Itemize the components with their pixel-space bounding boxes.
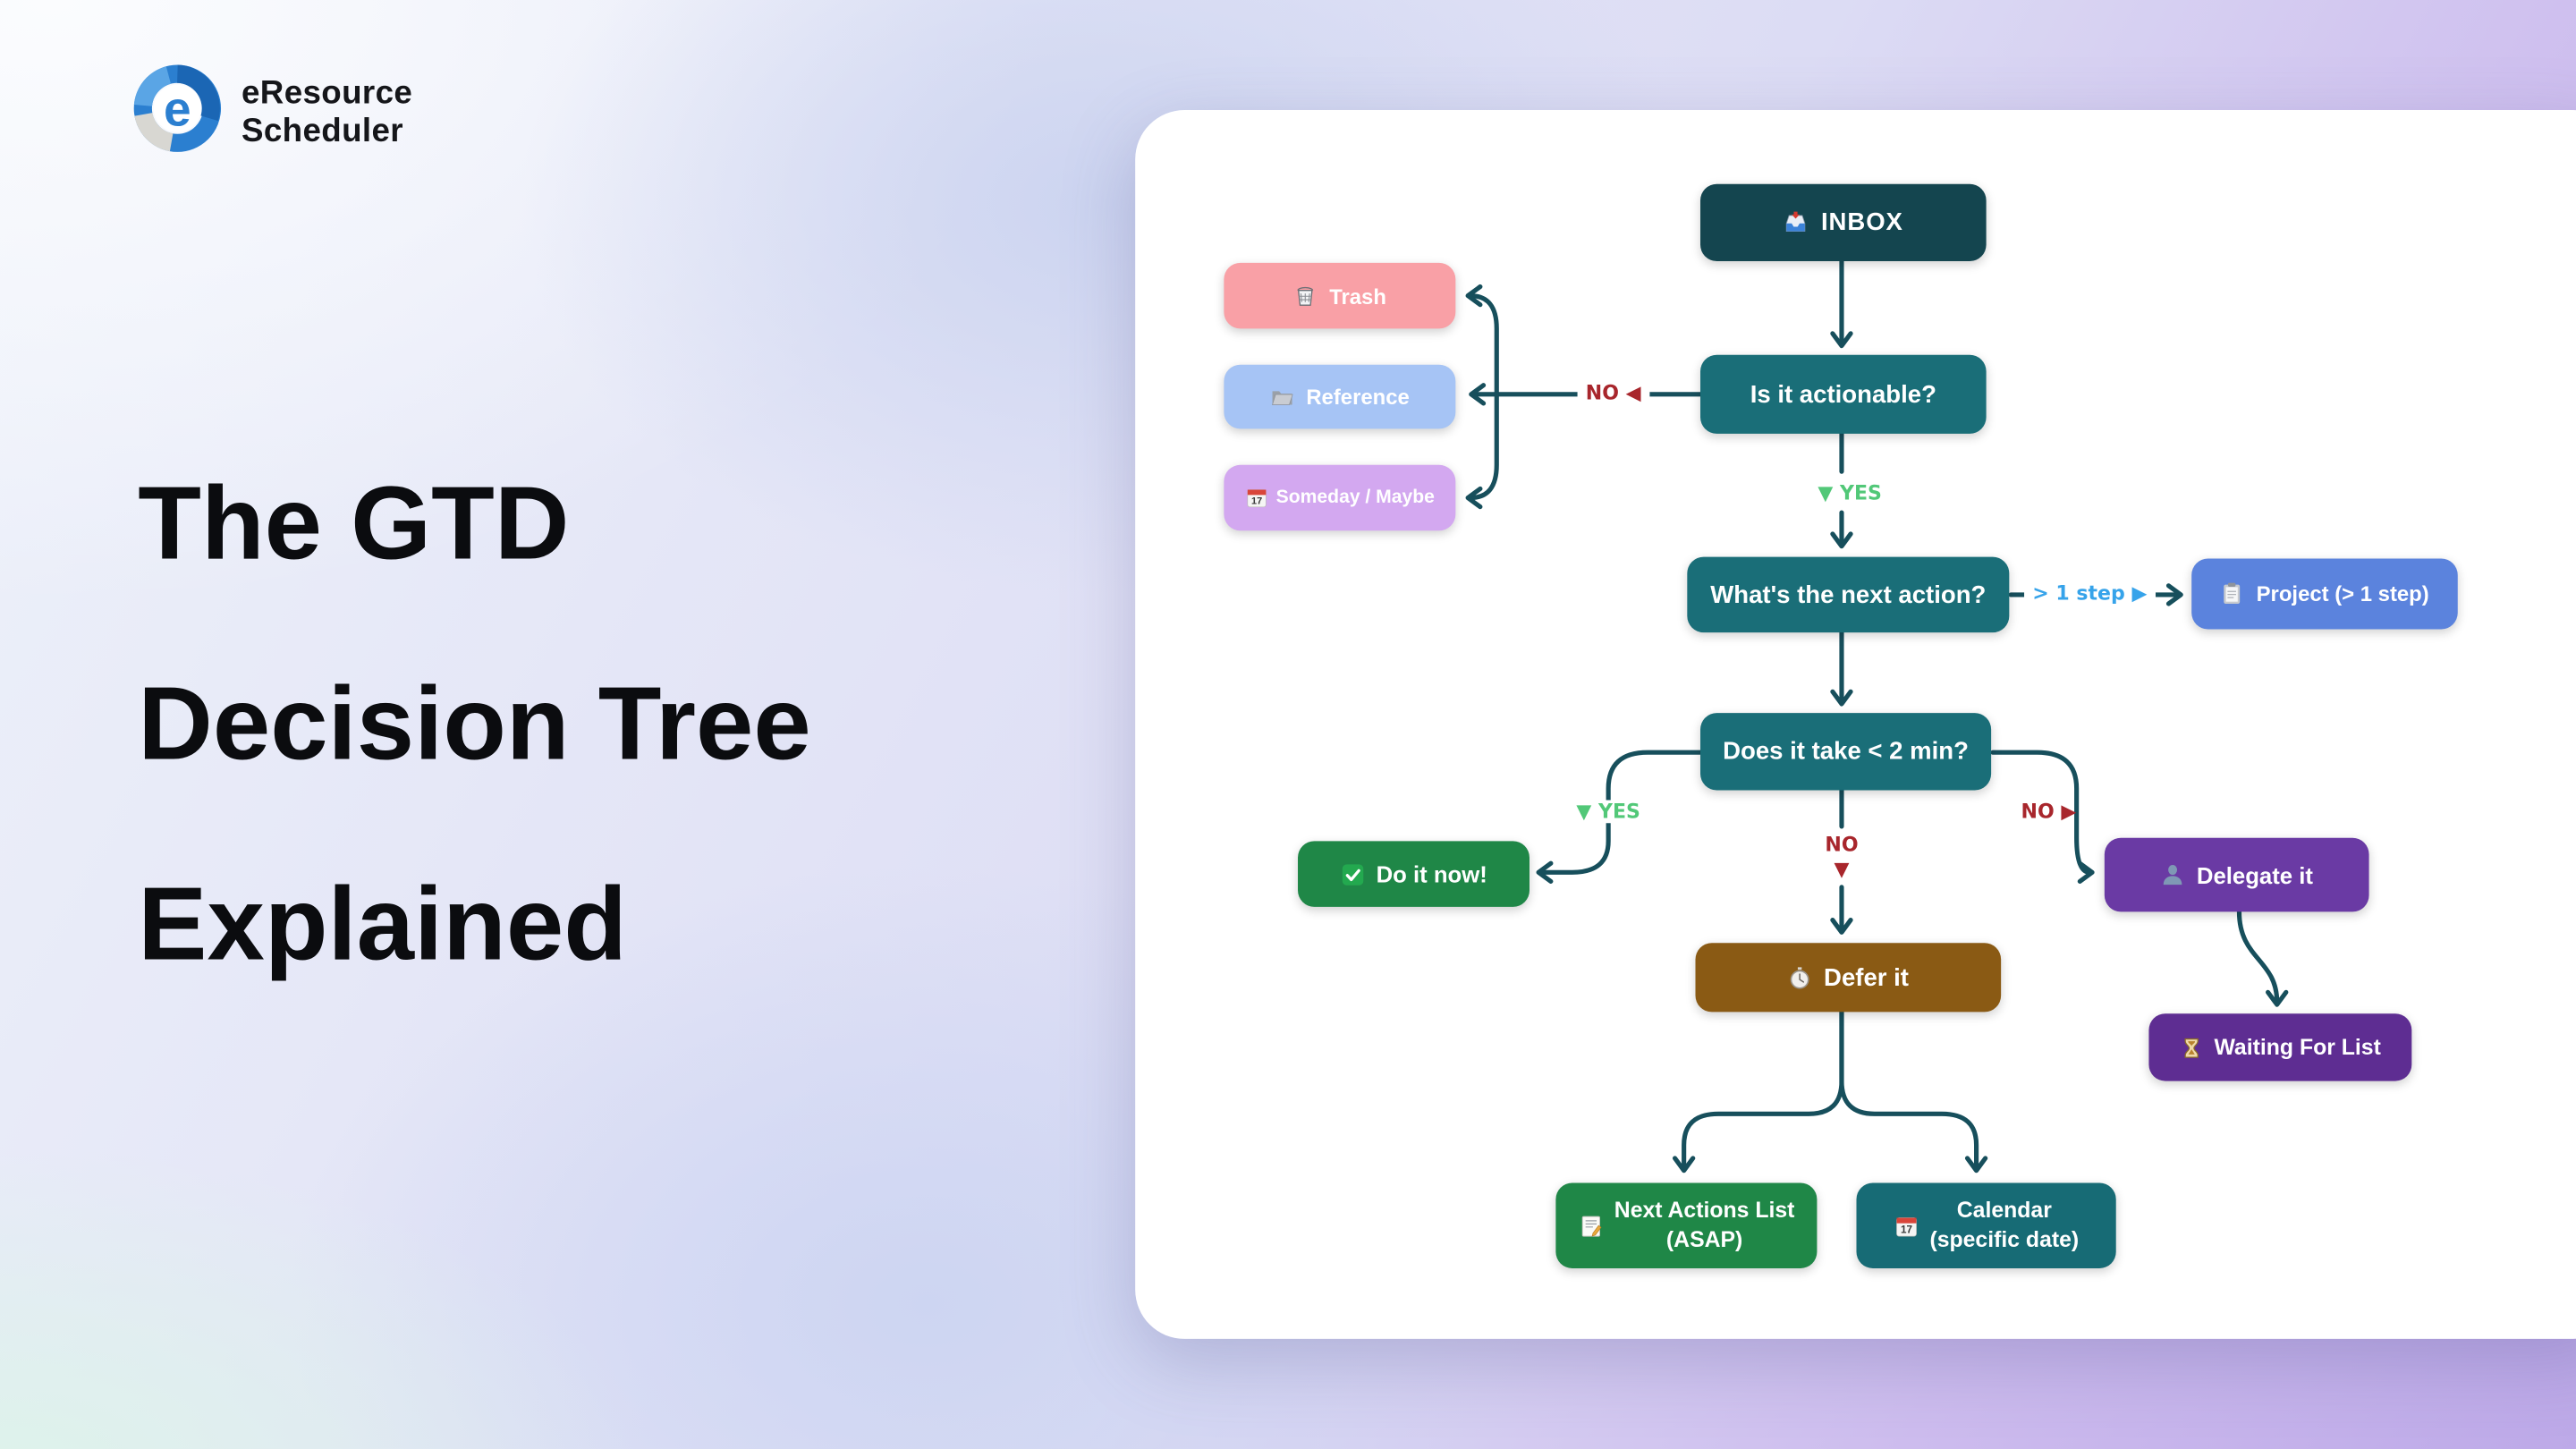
eresource-logo-icon: e	[131, 63, 224, 163]
svg-text:e: e	[164, 81, 191, 137]
node-label: Do it now!	[1376, 860, 1487, 887]
node-actionable: Is it actionable?	[1700, 354, 1987, 434]
node-trash: Trash	[1224, 262, 1456, 329]
clipboard-icon	[2220, 581, 2245, 606]
node-label: Does it take < 2 min?	[1723, 737, 1969, 766]
edge-label-one-step: > 1 step ▶	[2024, 581, 2156, 605]
edge-label-no-right: NO ▶	[2021, 800, 2077, 824]
memo-icon	[1578, 1213, 1603, 1238]
svg-text:17: 17	[1900, 1224, 1911, 1235]
node-calendar: 17 Calendar (specific date)	[1856, 1182, 2116, 1268]
node-label: Project (> 1 step)	[2256, 581, 2429, 606]
node-label: Delegate it	[2196, 861, 2313, 888]
node-label: Waiting For List	[2214, 1035, 2381, 1060]
trash-icon	[1293, 284, 1318, 309]
node-inbox: INBOX	[1700, 183, 1987, 262]
node-project: Project (> 1 step)	[2191, 558, 2458, 630]
inbox-icon	[1784, 209, 1809, 235]
brand-logo: e eResource Scheduler	[131, 63, 412, 163]
stopwatch-icon	[1788, 965, 1813, 990]
calendar17-icon: 17	[1245, 487, 1268, 510]
edge-label-no-mid: NO ▼	[1825, 833, 1859, 881]
node-label: Trash	[1329, 283, 1386, 309]
node-sublabel: (specific date)	[1929, 1227, 2080, 1252]
node-label: INBOX	[1820, 208, 1903, 237]
svg-text:17: 17	[1251, 496, 1262, 507]
node-next-actions-list: Next Actions List (ASAP)	[1555, 1182, 1818, 1268]
node-someday-maybe: 17 Someday / Maybe	[1224, 464, 1456, 531]
node-label: Is it actionable?	[1750, 380, 1936, 409]
edge-label-no-left: NO ◀	[1577, 381, 1649, 404]
edge-label-yes-left: ▼ YES	[1568, 800, 1649, 824]
node-two-min: Does it take < 2 min?	[1700, 713, 1992, 791]
person-icon	[2160, 862, 2185, 887]
node-defer: Defer it	[1695, 943, 2002, 1013]
node-label: Someday / Maybe	[1275, 487, 1435, 508]
node-do-now: Do it now!	[1298, 841, 1530, 907]
node-label: What's the next action?	[1710, 580, 1987, 609]
edge-label-yes-down: ▼ YES	[1818, 481, 1882, 504]
hourglass-icon	[2180, 1036, 2203, 1059]
node-label: Defer it	[1824, 963, 1909, 992]
brand-name: eResource Scheduler	[241, 74, 413, 149]
node-next-action: What's the next action?	[1687, 556, 2010, 633]
node-delegate: Delegate it	[2104, 837, 2369, 912]
node-label: Next Actions List	[1614, 1198, 1795, 1223]
check-icon	[1340, 861, 1365, 886]
page-title: The GTD Decision Tree Explained	[138, 466, 811, 983]
node-waiting-for-list: Waiting For List	[2148, 1013, 2412, 1081]
node-label: Reference	[1306, 384, 1410, 410]
node-sublabel: (ASAP)	[1665, 1227, 1743, 1252]
folder-icon	[1270, 385, 1295, 410]
node-label: Calendar	[1956, 1198, 2052, 1223]
node-reference: Reference	[1224, 364, 1456, 429]
calendar-icon: 17	[1894, 1213, 1919, 1238]
